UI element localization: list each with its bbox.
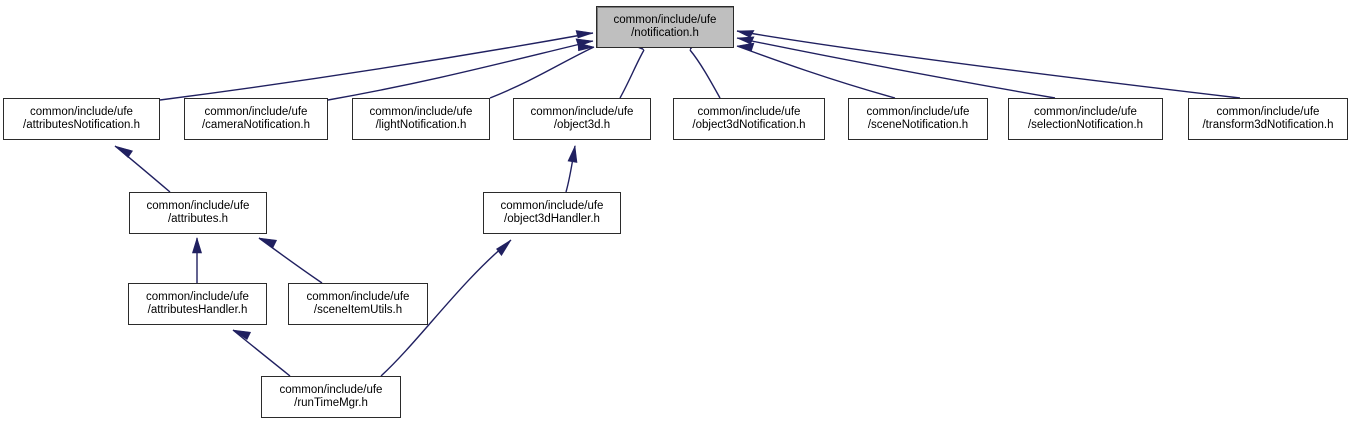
graph-node-label-line1: common/include/ufe bbox=[369, 106, 473, 119]
graph-node-label-line1: common/include/ufe bbox=[866, 106, 970, 119]
graph-node-label-line1: common/include/ufe bbox=[530, 106, 634, 119]
graph-node-label-line1: common/include/ufe bbox=[146, 200, 250, 213]
graph-node-object3dNotification[interactable]: common/include/ufe/object3dNotification.… bbox=[673, 98, 825, 140]
graph-arrowhead-icon bbox=[191, 236, 203, 254]
graph-edge-attributesNotification-to-notification bbox=[159, 32, 594, 101]
graph-node-notification[interactable]: common/include/ufe/notification.h bbox=[596, 6, 734, 48]
graph-node-label-line2: /attributes.h bbox=[167, 213, 229, 225]
graph-node-label-line2: /transform3dNotification.h bbox=[1202, 119, 1334, 131]
graph-node-label-line2: /object3dNotification.h bbox=[692, 119, 806, 131]
graph-node-sceneNotification[interactable]: common/include/ufe/sceneNotification.h bbox=[848, 98, 988, 140]
graph-node-transform3dNotification[interactable]: common/include/ufe/transform3dNotificati… bbox=[1188, 98, 1348, 140]
graph-node-label-line2: /attributesHandler.h bbox=[147, 304, 248, 316]
graph-edge-runTimeMgr-to-object3dHandler bbox=[380, 239, 512, 377]
graph-node-label-line2: /attributesNotification.h bbox=[23, 119, 140, 131]
graph-arrowhead-icon bbox=[736, 30, 755, 38]
graph-node-object3dHandler[interactable]: common/include/ufe/object3dHandler.h bbox=[483, 192, 621, 234]
graph-edge-transform3dNotification-to-notification bbox=[736, 30, 1241, 99]
graph-arrowhead-icon bbox=[575, 30, 594, 39]
graph-node-label-line1: common/include/ufe bbox=[306, 291, 410, 304]
graph-node-label-line2: /sceneItemUtils.h bbox=[313, 304, 403, 316]
graph-node-runTimeMgr[interactable]: common/include/ufe/runTimeMgr.h bbox=[261, 376, 401, 418]
graph-arrowhead-icon bbox=[232, 329, 252, 340]
graph-node-selectionNotification[interactable]: common/include/ufe/selectionNotification… bbox=[1008, 98, 1163, 140]
graph-arrowhead-icon bbox=[567, 144, 578, 163]
graph-arrowhead-icon bbox=[258, 237, 278, 248]
graph-edge-sceneNotification-to-notification bbox=[736, 45, 896, 99]
graph-node-label-line1: common/include/ufe bbox=[146, 291, 249, 304]
graph-node-attributes[interactable]: common/include/ufe/attributes.h bbox=[129, 192, 267, 234]
graph-node-lightNotification[interactable]: common/include/ufe/lightNotification.h bbox=[352, 98, 490, 140]
graph-node-attributesHandler[interactable]: common/include/ufe/attributesHandler.h bbox=[128, 283, 267, 325]
graph-arrowhead-icon bbox=[114, 145, 133, 158]
graph-edge-lightNotification-to-notification bbox=[489, 46, 595, 99]
graph-arrowhead-icon bbox=[577, 42, 595, 52]
graph-arrowhead-icon bbox=[496, 239, 512, 257]
graph-node-label-line1: common/include/ufe bbox=[1034, 106, 1137, 119]
graph-node-attributesNotification[interactable]: common/include/ufe/attributesNotificatio… bbox=[3, 98, 160, 140]
graph-node-label-line1: common/include/ufe bbox=[204, 106, 308, 119]
graph-node-label-line2: /selectionNotification.h bbox=[1027, 119, 1144, 131]
graph-node-label-line2: /notification.h bbox=[631, 27, 699, 39]
graph-node-label-line2: /object3d.h bbox=[553, 119, 611, 131]
graph-node-label-line2: /sceneNotification.h bbox=[867, 119, 969, 131]
graph-arrowhead-icon bbox=[736, 42, 755, 51]
graph-node-label-line2: /object3dHandler.h bbox=[504, 213, 600, 225]
graph-edge-object3d-to-notification bbox=[619, 49, 645, 99]
graph-node-object3d[interactable]: common/include/ufe/object3d.h bbox=[513, 98, 651, 140]
graph-node-label-line1: common/include/ufe bbox=[500, 200, 604, 213]
graph-edge-object3dNotification-to-notification bbox=[689, 49, 721, 99]
graph-node-label-line1: common/include/ufe bbox=[613, 14, 717, 27]
graph-node-label-line2: /cameraNotification.h bbox=[201, 119, 311, 131]
graph-node-label-line2: /lightNotification.h bbox=[375, 119, 467, 131]
graph-node-label-line1: common/include/ufe bbox=[697, 106, 801, 119]
graph-node-label-line2: /runTimeMgr.h bbox=[294, 397, 368, 409]
graph-edge-selectionNotification-to-notification bbox=[736, 37, 1056, 99]
graph-node-label-line1: common/include/ufe bbox=[279, 384, 383, 397]
graph-node-label-line1: common/include/ufe bbox=[1216, 106, 1320, 119]
graph-node-label-line1: common/include/ufe bbox=[30, 106, 133, 119]
graph-arrowhead-icon bbox=[736, 36, 755, 45]
graph-node-cameraNotification[interactable]: common/include/ufe/cameraNotification.h bbox=[184, 98, 328, 140]
graph-node-sceneItemUtils[interactable]: common/include/ufe/sceneItemUtils.h bbox=[288, 283, 428, 325]
graph-edge-runTimeMgr-to-attributesHandler bbox=[232, 329, 291, 377]
graph-edge-cameraNotification-to-notification bbox=[327, 40, 594, 101]
